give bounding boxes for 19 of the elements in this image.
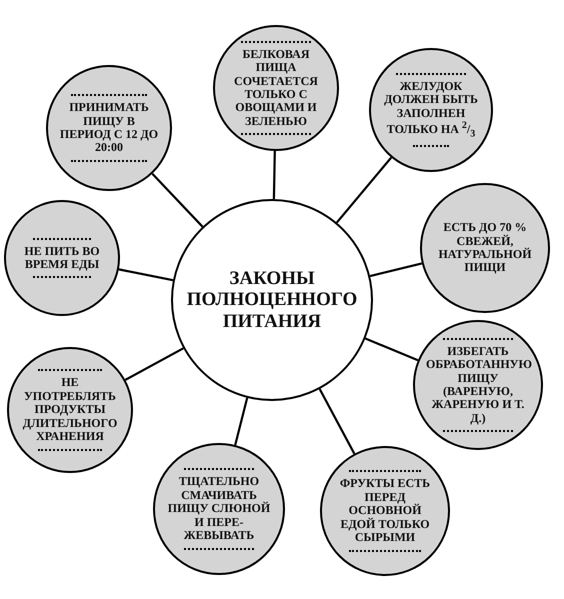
connector-line	[118, 268, 174, 282]
connector-line	[370, 262, 422, 278]
rule-text: НЕ УПОТРЕБЛЯТЬ ПРОДУКТЫ ДЛИТЕЛЬНОГО ХРАНЕНИЯ	[22, 376, 118, 444]
connector-line	[124, 347, 184, 381]
rule-text: ЕСТЬ ДО 70 % СВЕЖЕЙ, НАТУРАЛЬНОЙ ПИЩИ	[437, 221, 533, 275]
connector-line	[272, 150, 276, 200]
connector-line	[364, 338, 418, 362]
connector-line	[234, 398, 248, 446]
rule-text: НЕ ПИТЬ ВО ВРЕМЯ ЕДЫ	[23, 244, 101, 272]
connector-line	[318, 388, 356, 454]
connector-line	[152, 172, 204, 228]
rule-text: БЕЛКОВАЯ ПИЩА СОЧЕТАЕТСЯ ТОЛЬКО С ОВОЩАМИ И ЗЕЛЕНЬЮ	[233, 48, 319, 128]
rule-text: ИЗБЕГАТЬ ОБРАБОТАННУЮ ПИЩУ (ВАРЕНУЮ, ЖАРЕНУЮ И Т. Д.)	[426, 344, 530, 426]
central-title: ЗАКОНЫ ПОЛНОЦЕННОГО ПИТАНИЯ	[186, 268, 358, 332]
rule-text: ТЩАТЕЛЬНО СМАЧИВАТЬ ПИЩУ СЛЮНОЙ И ПЕРЕ- ЖЕВЫВАТЬ	[166, 475, 272, 543]
connector-line	[336, 156, 392, 224]
rule-text: ФРУКТЫ ЕСТЬ ПЕРЕД ОСНОВНОЙ ЕДОЙ ТОЛЬКО СЫРЫМИ	[338, 477, 432, 545]
rule-text: ПРИНИМАТЬ ПИЩУ В ПЕРИОД С 12 ДО 20:00	[59, 101, 159, 155]
rule-text: ЖЕЛУДОК ДОЛЖЕН БЫТЬ ЗАПОЛНЕН ТОЛЬКО НА $^{2}$/$_{3}$	[383, 80, 479, 140]
